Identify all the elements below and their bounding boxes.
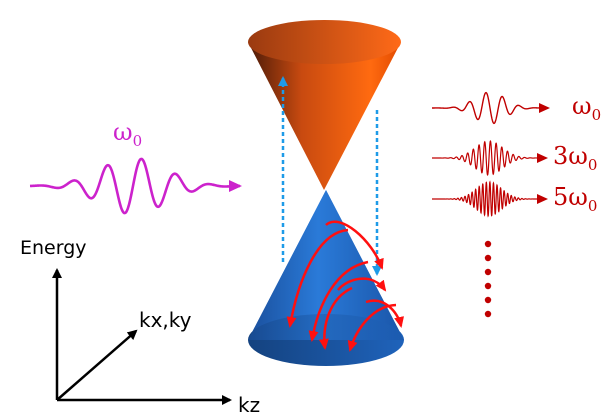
coordinate-axes [52, 268, 232, 405]
curved-arrow-icon [347, 303, 397, 352]
kxky-axis [56, 329, 138, 401]
output-label-2: 3ω0 [553, 142, 597, 174]
curved-arrow-icon [325, 220, 384, 270]
output-pulse-1 [432, 91, 550, 125]
dirac-cone-lower-icon [248, 190, 404, 366]
kxky-label: kx,ky [139, 308, 192, 332]
curved-arrow-icon [308, 260, 369, 342]
output-pulse-3 [432, 180, 548, 218]
curved-arrow-icon [318, 286, 353, 350]
input-frequency-label: ω0 [113, 118, 142, 150]
output-label-3: 5ω0 [553, 183, 597, 215]
output-label-1: ω0 [572, 92, 601, 124]
dots-ellipsis-icon [484, 240, 492, 318]
curved-arrow-icon [337, 277, 387, 292]
dirac-cone-upper-icon [248, 20, 401, 190]
kz-label: kz [238, 393, 260, 417]
energy-label: Energy [20, 237, 87, 259]
output-pulse-2 [432, 140, 548, 176]
input-pulse-wave [29, 157, 242, 215]
intraband-arrows [286, 220, 404, 352]
curved-arrow-icon [286, 228, 349, 328]
